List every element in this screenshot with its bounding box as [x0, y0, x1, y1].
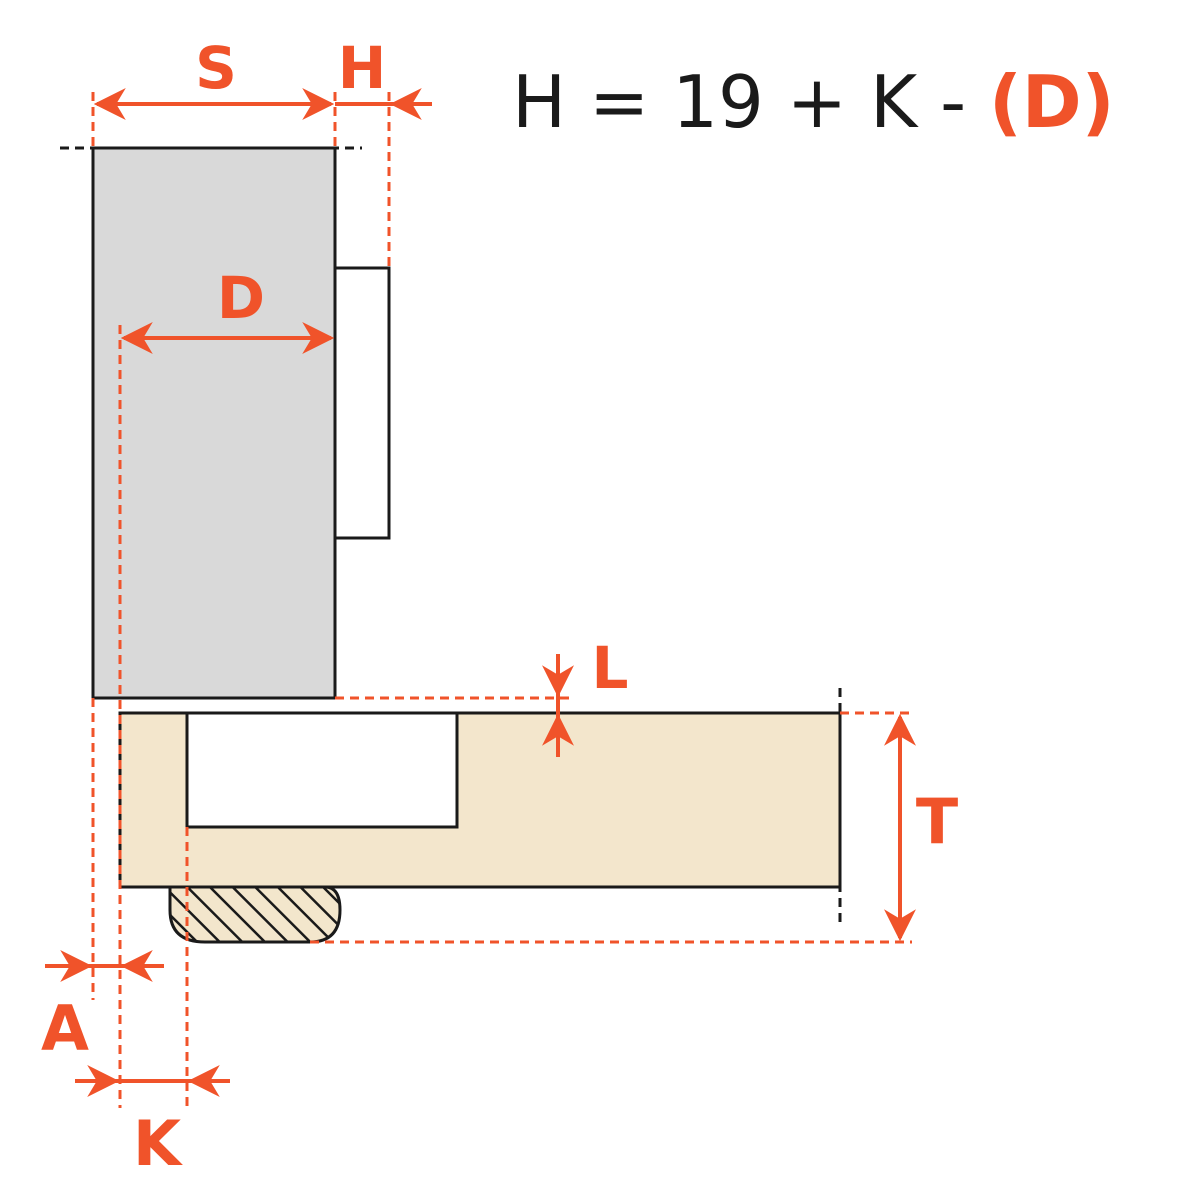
label-k: K — [133, 1107, 183, 1180]
door-panel — [91, 146, 337, 700]
label-s: S — [195, 34, 237, 102]
formula-highlight: (D) — [989, 60, 1115, 144]
dimension-arrows — [45, 88, 916, 1097]
label-h: H — [338, 34, 387, 102]
edge-profile — [168, 885, 342, 944]
cup-bore — [185, 711, 459, 829]
formula-text: H = 19 + K - — [512, 60, 989, 144]
label-l: L — [592, 634, 629, 702]
hinge-plate — [333, 266, 391, 540]
formula: H = 19 + K - (D) — [512, 60, 1115, 144]
guide-lines — [91, 92, 912, 1108]
label-d: D — [217, 264, 265, 332]
label-a: A — [41, 992, 89, 1065]
label-t: T — [916, 785, 958, 858]
